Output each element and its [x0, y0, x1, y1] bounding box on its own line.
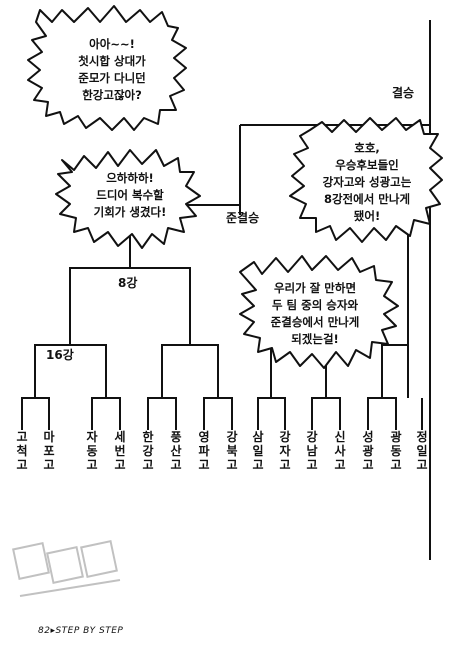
team-name: 강북고: [226, 430, 238, 472]
team-name: 성광고: [362, 430, 374, 472]
team-name: 마포고: [43, 430, 55, 472]
team-name: 강자고: [279, 430, 291, 472]
team-name: 자동고: [86, 430, 98, 472]
team-name: 풍산고: [170, 430, 182, 472]
team-name: 강남고: [306, 430, 318, 472]
watermark-logo: [12, 540, 121, 597]
team-name: 고척고: [16, 430, 28, 472]
speech-bubble-2: [289, 117, 443, 243]
team-name: 삼일고: [252, 430, 264, 472]
quarterfinal-label: 8강: [118, 276, 138, 290]
speech-bubble-4: [239, 255, 399, 369]
team-name: 세번고: [114, 430, 126, 472]
speech-bubble-3: [55, 149, 201, 249]
team-name: 영파고: [198, 430, 210, 472]
team-name: 신사고: [334, 430, 346, 472]
speech-bubble-3-text: 으하하하!드디어 복수할 기회가 생겼다!: [93, 171, 167, 219]
team-name: 정일고: [416, 430, 428, 472]
team-name: 광동고: [390, 430, 402, 472]
speech-bubble-1: [27, 5, 187, 131]
round16-label: 16강: [46, 348, 74, 362]
page-footer: 82▸STEP BY STEP: [38, 626, 124, 636]
semifinal-label: 준결승: [226, 211, 260, 225]
team-name: 한강고: [142, 430, 154, 472]
final-label: 결승: [392, 86, 415, 100]
